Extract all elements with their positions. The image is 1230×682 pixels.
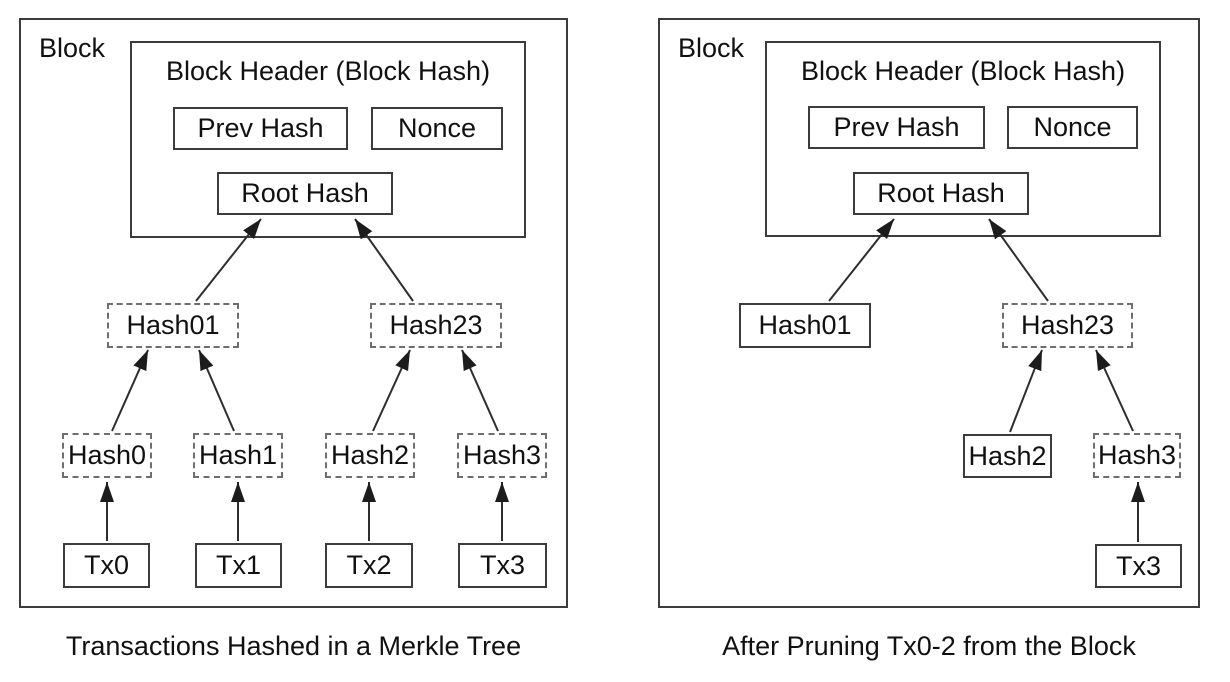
left-node-hash2: Hash2 [325,433,415,478]
left-block-label: Block [39,33,106,63]
left-block-header-box: Block Header (Block Hash) [130,41,526,238]
right-node-hash2: Hash2 [963,434,1052,478]
left-node-hash0: Hash0 [62,433,152,478]
right-node-hash01: Hash01 [739,303,871,348]
right-block-label: Block [678,33,745,63]
right-block-header-box: Block Header (Block Hash) [765,41,1161,237]
right-block-header-title: Block Header (Block Hash) [800,56,1126,86]
right-prev-hash-box: Prev Hash [808,106,985,149]
left-block-header-title: Block Header (Block Hash) [165,56,491,86]
left-node-tx3: Tx3 [458,543,547,588]
left-node-hash3: Hash3 [457,433,547,478]
right-node-hash23: Hash23 [1002,303,1133,348]
left-nonce-box: Nonce [371,107,503,150]
left-prev-hash-box: Prev Hash [173,107,348,150]
right-root-hash-box: Root Hash [853,172,1029,215]
right-caption: After Pruning Tx0-2 from the Block [722,631,1136,661]
right-nonce-box: Nonce [1007,106,1138,149]
right-node-tx3: Tx3 [1095,544,1182,588]
right-block-box [658,18,1200,608]
left-node-tx2: Tx2 [325,543,413,588]
left-node-hash23: Hash23 [370,303,502,348]
right-node-hash3: Hash3 [1093,433,1181,478]
left-caption: Transactions Hashed in a Merkle Tree [65,631,522,661]
left-root-hash-box: Root Hash [217,172,393,215]
left-node-tx1: Tx1 [195,543,282,588]
left-node-tx0: Tx0 [63,543,150,588]
left-node-hash01: Hash01 [107,303,239,348]
left-block-box [19,18,568,608]
left-node-hash1: Hash1 [193,433,283,478]
